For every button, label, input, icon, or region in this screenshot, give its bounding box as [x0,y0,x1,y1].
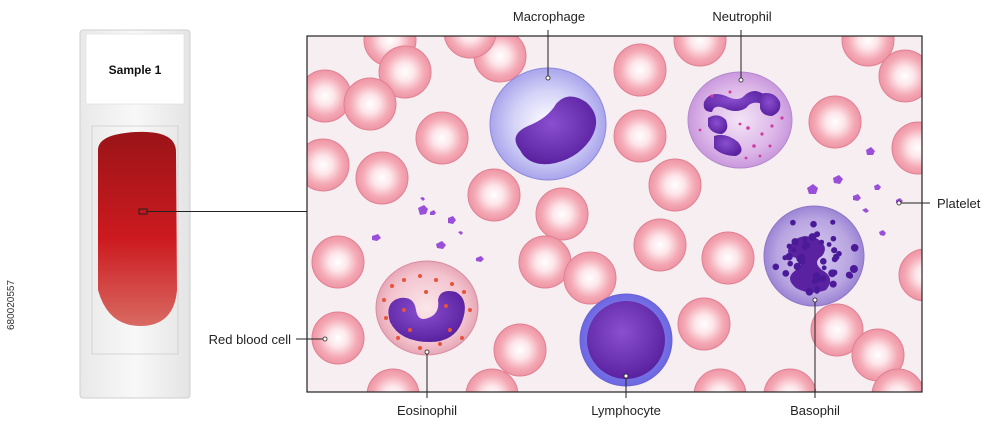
red-blood-cell [871,368,922,392]
neutrophil-nucleus [703,91,781,156]
eosinophil-label: Eosinophil [397,403,457,418]
stock-id: 680020557 [6,280,17,330]
lymphocyte-label: Lymphocyte [591,403,661,418]
red-blood-cell [841,36,895,67]
basophil-granule [790,219,796,226]
red-blood-cell [810,303,864,357]
cells-layer [307,36,922,392]
field-border [306,35,923,393]
red-blood-cell [613,43,667,97]
red-blood-cell [311,311,365,365]
microscope-field [306,35,923,393]
basophil-granule [832,253,840,261]
red-blood-cell [355,151,409,205]
basophil-granule [793,262,801,271]
red-blood-cell [878,49,922,103]
red-blood-cell [563,251,617,305]
red-blood-cell [343,77,397,131]
microscope-slide: Sample 1 [79,29,191,399]
basophil-granule [782,270,790,277]
basophil-granule [821,265,827,271]
basophil-granule [850,244,859,252]
basophil-granule [819,239,825,245]
slide-label-area [85,33,185,105]
red-blood-cell [311,235,365,289]
macrophage-cell [489,67,607,181]
basophil-granule [808,233,817,241]
red-blood-cell [701,231,755,285]
basophil-granule [791,238,799,246]
eosinophil-cell [375,260,479,356]
basophil-granule [830,235,837,242]
red-blood-cell [633,218,687,272]
macrophage-nucleus [515,96,597,165]
slide-title: Sample 1 [109,63,162,77]
basophil-granule [801,243,808,250]
basophil-granule [802,236,808,242]
blood-smear [98,131,177,326]
red-blood-cell [518,235,572,289]
red-blood-cell [366,368,420,392]
red-blood-cell [493,323,547,377]
neutrophil-granules [698,90,784,160]
red-blood-cell [693,368,747,392]
red-blood-cell [677,297,731,351]
red-blood-cell [891,121,922,175]
red-blood-cell [613,109,667,163]
basophil-granule [831,269,838,276]
red-blood-cell [443,36,497,59]
basophil-granule [786,243,792,249]
basophil-granule [847,273,854,279]
basophil-granule [810,220,817,228]
basophil-granule [826,242,832,247]
red-blood-cell-label: Red blood cell [209,332,291,347]
leader-dots [322,75,902,379]
platelets [372,147,903,262]
lymphocyte-nucleus [587,301,665,379]
basophil-granule [772,263,780,271]
eosinophil-granules [382,274,472,350]
macrophage-label: Macrophage [513,9,585,24]
red-blood-cell [415,111,469,165]
red-blood-cell [673,36,727,67]
eosinophil-nucleus [388,291,465,342]
red-blood-cell [808,95,862,149]
basophil-granules [772,219,859,296]
basophil-granule [787,260,793,267]
basophil-granule [831,247,838,254]
basophil-granule [812,272,821,280]
red-blood-cell [763,368,817,392]
red-blood-cell [535,187,589,241]
red-blood-cell [378,45,432,99]
basophil-cell [763,205,865,307]
neutrophil-label: Neutrophil [712,9,771,24]
red-blood-cells [307,36,922,392]
slide-cover-area [91,125,179,355]
red-blood-cell [465,368,519,392]
basophil-granule [791,247,797,253]
basophil-granule [798,253,805,260]
neutrophil-cell [687,71,793,169]
basophil-granule [820,258,827,265]
basophil-granule [830,219,836,225]
basophil-granule [805,288,814,296]
red-blood-cell [898,248,922,302]
leader-lines [296,30,930,398]
basophil-granule [785,253,793,261]
basophil-granule [829,280,837,288]
basophil-label: Basophil [790,403,840,418]
red-blood-cell [467,168,521,222]
red-blood-cell [307,138,350,192]
basophil-granule [849,265,858,273]
platelet-label: Platelet [937,196,981,211]
red-blood-cell [648,158,702,212]
lymphocyte-cell [579,293,673,387]
basophil-granule [814,288,820,294]
